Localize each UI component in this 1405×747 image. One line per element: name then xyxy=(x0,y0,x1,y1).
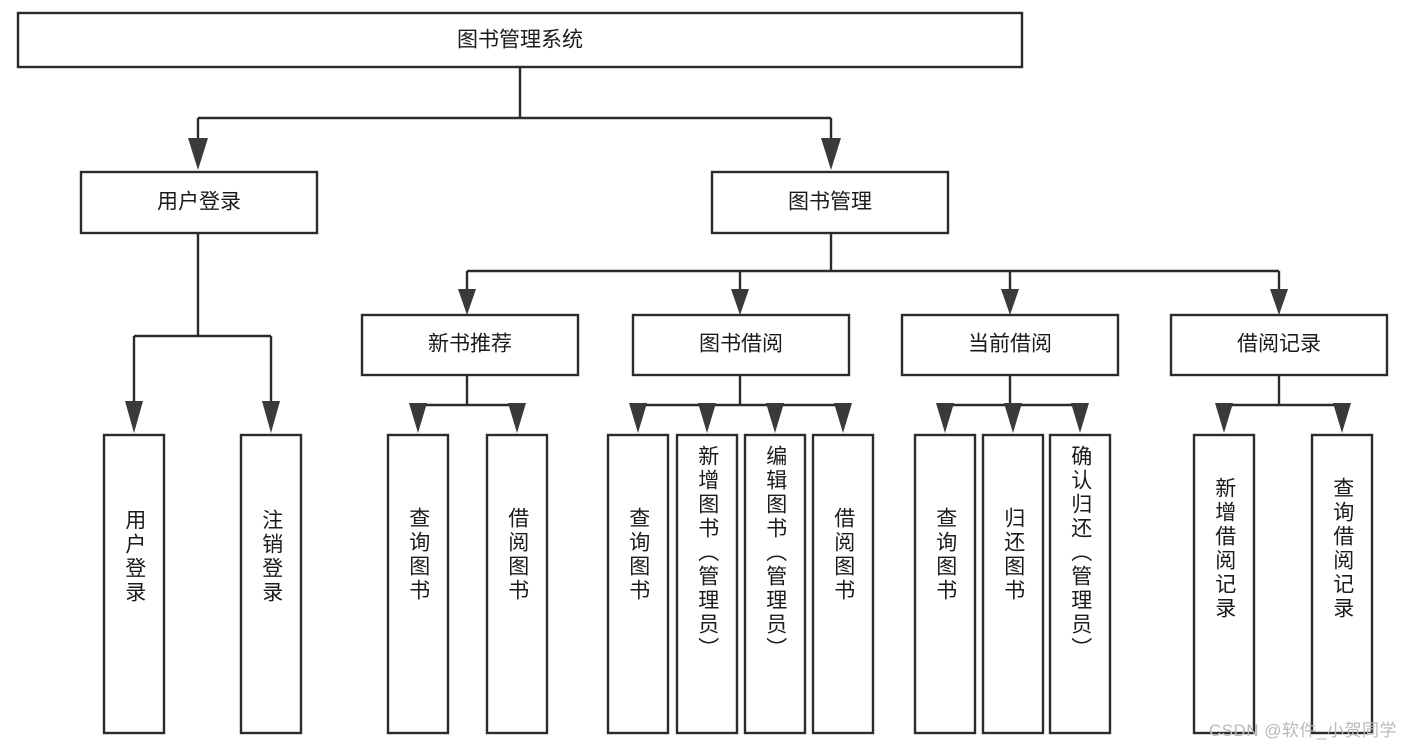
node-leaf-book-borrow-2[interactable] xyxy=(675,433,739,735)
arrow-icon-leaf-new-book-2 xyxy=(508,403,526,433)
node-leaf-book-borrow-3[interactable] xyxy=(743,433,807,735)
arrow-icon-leaf-book-borrow-3 xyxy=(766,403,784,433)
arrow-icon-borrow-record xyxy=(1270,289,1288,315)
node-book-borrow-label: 图书借阅 xyxy=(699,333,783,356)
arrow-icon-leaf-book-borrow-1 xyxy=(629,403,647,433)
arrow-icon-leaf-current-borrow-3 xyxy=(1071,403,1089,433)
arrowheads-group xyxy=(125,138,1351,433)
arrow-icon-leaf-borrow-record-2 xyxy=(1333,403,1351,433)
node-borrow-record[interactable] xyxy=(1169,313,1389,377)
node-user-login-label: 用户登录 xyxy=(157,191,241,214)
arrow-icon-new-book xyxy=(458,289,476,315)
node-leaf-user-login-1[interactable] xyxy=(102,433,166,735)
node-leaf-new-book-1[interactable] xyxy=(386,433,450,735)
node-leaf-current-borrow-3[interactable] xyxy=(1048,433,1112,735)
node-leaf-borrow-record-2[interactable] xyxy=(1310,433,1374,735)
arrow-icon-current-borrow xyxy=(1001,289,1019,315)
nodes-group: 图书管理系统 用户登录 图书管理 新书推荐 图书借阅 当前借阅 借阅记录 xyxy=(16,11,1389,735)
watermark-text: CSDN @软件_小贺同学 xyxy=(1208,721,1397,740)
arrow-icon-book-manage xyxy=(821,138,841,170)
arrow-icon-leaf-book-borrow-2 xyxy=(698,403,716,433)
node-leaf-current-borrow-1[interactable] xyxy=(913,433,977,735)
arrow-icon-leaf-user-login-2 xyxy=(262,401,280,433)
node-leaf-user-login-2[interactable] xyxy=(239,433,303,735)
node-leaf-book-borrow-1[interactable] xyxy=(606,433,670,735)
node-root[interactable] xyxy=(16,11,1024,69)
arrow-icon-leaf-current-borrow-2 xyxy=(1004,403,1022,433)
arrow-icon-leaf-new-book-1 xyxy=(409,403,427,433)
node-new-book-recommend[interactable] xyxy=(360,313,580,377)
node-borrow-record-label: 借阅记录 xyxy=(1237,333,1321,356)
node-book-borrow[interactable] xyxy=(631,313,851,377)
node-book-manage[interactable] xyxy=(710,170,950,235)
node-current-borrow-label: 当前借阅 xyxy=(968,333,1052,356)
arrow-icon-leaf-user-login-1 xyxy=(125,401,143,433)
node-leaf-borrow-record-1[interactable] xyxy=(1192,433,1256,735)
node-current-borrow[interactable] xyxy=(900,313,1120,377)
node-new-book-recommend-label: 新书推荐 xyxy=(428,333,512,356)
node-root-label: 图书管理系统 xyxy=(457,29,583,52)
arrow-icon-leaf-borrow-record-1 xyxy=(1215,403,1233,433)
node-user-login[interactable] xyxy=(79,170,319,235)
arrow-icon-leaf-current-borrow-1 xyxy=(936,403,954,433)
arrow-icon-book-borrow xyxy=(731,289,749,315)
arrow-icon-leaf-book-borrow-4 xyxy=(834,403,852,433)
node-leaf-book-borrow-4[interactable] xyxy=(811,433,875,735)
arrow-icon-user-login xyxy=(188,138,208,170)
node-leaf-current-borrow-2[interactable] xyxy=(981,433,1045,735)
node-leaf-new-book-2[interactable] xyxy=(485,433,549,735)
node-book-manage-label: 图书管理 xyxy=(788,191,872,214)
